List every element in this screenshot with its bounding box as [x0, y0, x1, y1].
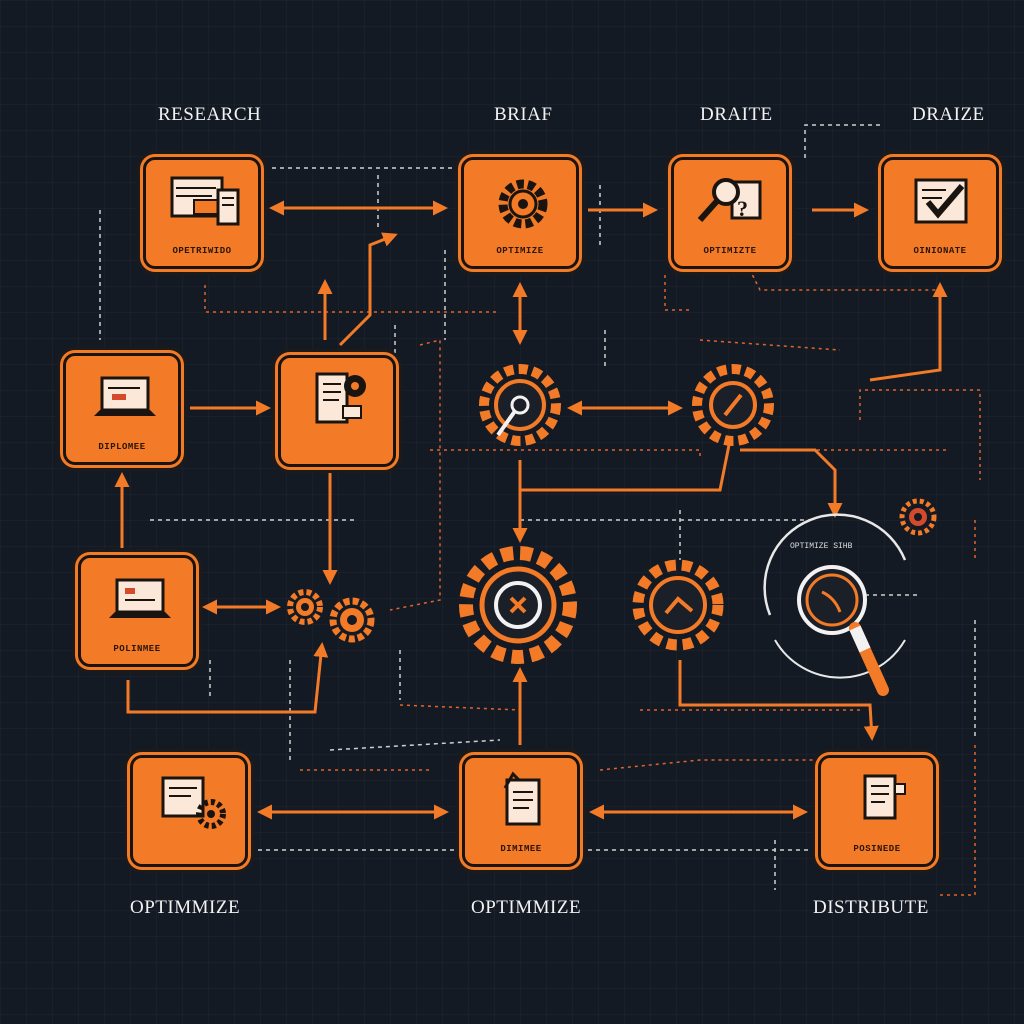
laptop-icon	[94, 376, 156, 416]
dashed-connectors	[99, 124, 976, 890]
stage-label-research: RESEARCH	[158, 104, 262, 125]
node-brief-caption: OPTIMIZE	[496, 246, 544, 256]
node-optimize-center[interactable]: DIMIMEE	[462, 755, 580, 867]
node-laptop-mid-caption: DIPLOMEE	[98, 442, 146, 452]
node-brief[interactable]: OPTIMIZE	[461, 157, 579, 269]
solid-connectors	[114, 200, 948, 820]
document-gear-icon	[161, 776, 226, 829]
gear-right-top	[692, 364, 774, 446]
small-gear-icon	[899, 498, 937, 536]
document-edit-icon	[503, 771, 541, 826]
node-optimize-left[interactable]	[130, 755, 248, 867]
node-optimize-center-caption: DIMIMEE	[500, 844, 542, 854]
document-gear-icon	[315, 372, 366, 424]
node-draize[interactable]: OINIONATE	[881, 157, 999, 269]
node-document-process[interactable]	[278, 355, 396, 467]
gear-icon	[498, 179, 548, 229]
magnifier-arc-label: OPTIMIZE SIHB	[790, 542, 853, 551]
checkbox-document-icon	[914, 178, 968, 224]
dashed-orange-connectors	[204, 249, 981, 896]
node-laptop-mid[interactable]: DIPLOMEE	[63, 353, 181, 465]
gear-small-left	[287, 589, 323, 625]
stage-label-draize: DRAIZE	[912, 104, 985, 125]
wrench-gear-icon	[479, 364, 561, 446]
magnifier-icon: OPTIMIZE SIHB	[763, 513, 907, 696]
magnifier-question-icon: ?	[697, 178, 762, 223]
gear-small-right	[329, 597, 375, 643]
stage-label-optimize-center: OPTIMMIZE	[471, 897, 582, 918]
node-distribute-caption: POSINEDE	[853, 844, 901, 854]
laptop-icon	[109, 578, 171, 618]
node-draft[interactable]: ? OPTIMIZTE	[671, 157, 789, 269]
svg-text:?: ?	[737, 196, 748, 221]
node-draize-caption: OINIONATE	[913, 246, 967, 256]
gear-lower-right	[632, 559, 724, 651]
large-gear-icon	[459, 546, 577, 664]
node-laptop-lower-caption: POLINMEE	[113, 644, 161, 654]
browser-window-icon	[170, 176, 240, 226]
stage-label-briaf: BRIAF	[494, 104, 553, 125]
node-research[interactable]: OPETRIWIDO	[143, 157, 261, 269]
node-laptop-lower[interactable]: POLINMEE	[78, 555, 196, 667]
stage-label-distribute: DISTRIBUTE	[813, 897, 929, 918]
node-draft-caption: OPTIMIZTE	[703, 246, 757, 256]
document-list-icon	[863, 774, 906, 820]
node-distribute[interactable]: POSINEDE	[818, 755, 936, 867]
stage-label-draite: DRAITE	[700, 104, 773, 125]
node-research-caption: OPETRIWIDO	[172, 246, 232, 256]
stage-label-optimize-left: OPTIMMIZE	[130, 897, 241, 918]
